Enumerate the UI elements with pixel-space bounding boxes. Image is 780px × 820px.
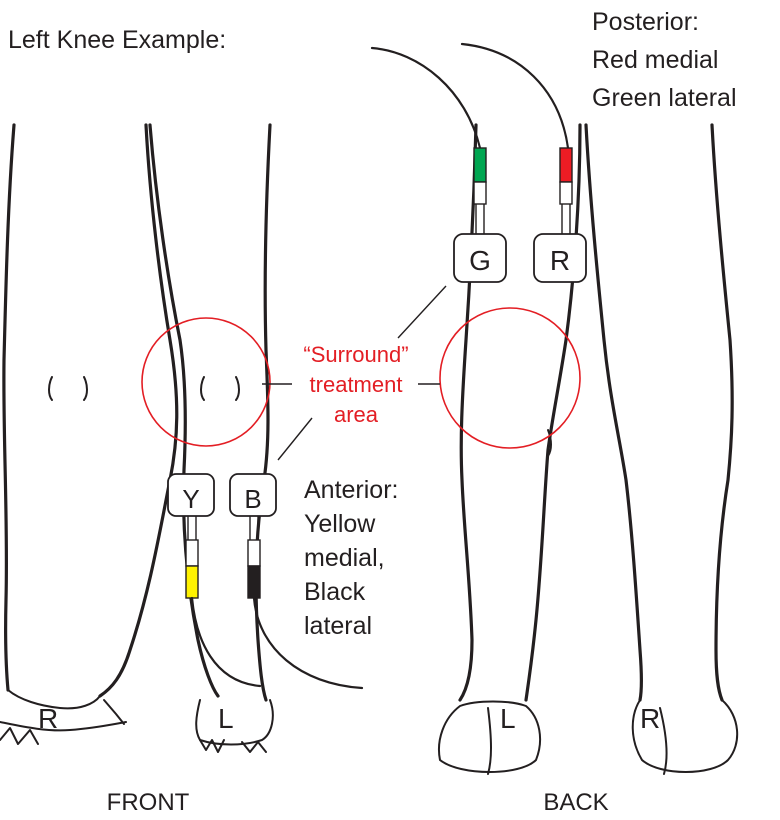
electrode-label-b: B: [244, 484, 261, 514]
front-treatment-circle: [142, 318, 270, 446]
anterior-note-line5: lateral: [304, 612, 372, 640]
leader-to-green-pad: [398, 286, 446, 338]
view-label-front: FRONT: [107, 789, 190, 816]
foot-label-front-right: R: [38, 703, 58, 734]
yellow-plug: [186, 566, 198, 598]
front-right-leg: [0, 125, 177, 744]
posterior-note-line2: Red medial: [592, 46, 718, 74]
anterior-note-line2: Yellow: [304, 510, 376, 538]
anterior-note-line1: Anterior:: [304, 476, 398, 504]
electrode-label-y: Y: [182, 484, 199, 514]
foot-label-back-left: L: [500, 703, 516, 734]
posterior-note-line1: Posterior:: [592, 8, 699, 36]
green-plug: [474, 148, 486, 182]
electrode-label-r: R: [550, 245, 570, 276]
electrode-pad-black: B: [230, 474, 276, 516]
back-right-leg: [586, 125, 737, 774]
page-title: Left Knee Example:: [8, 26, 226, 54]
electrode-pad-green: G: [454, 234, 506, 282]
electrode-label-g: G: [469, 245, 491, 276]
treatment-area-line1: “Surround”: [303, 342, 408, 367]
anterior-note-line4: Black: [304, 578, 366, 606]
black-plug: [248, 566, 260, 598]
leader-to-black-pad: [278, 418, 312, 460]
back-left-leg: [439, 125, 580, 774]
electrode-pad-yellow: Y: [168, 474, 214, 516]
anterior-note-line3: medial,: [304, 544, 385, 572]
posterior-note-line3: Green lateral: [592, 84, 737, 112]
foot-label-front-left: L: [218, 703, 234, 734]
view-label-back: BACK: [543, 789, 608, 816]
electrode-pad-red: R: [534, 234, 586, 282]
treatment-area-line3: area: [334, 402, 379, 427]
red-plug: [560, 148, 572, 182]
treatment-area-line2: treatment: [310, 372, 403, 397]
foot-label-back-right: R: [640, 703, 660, 734]
